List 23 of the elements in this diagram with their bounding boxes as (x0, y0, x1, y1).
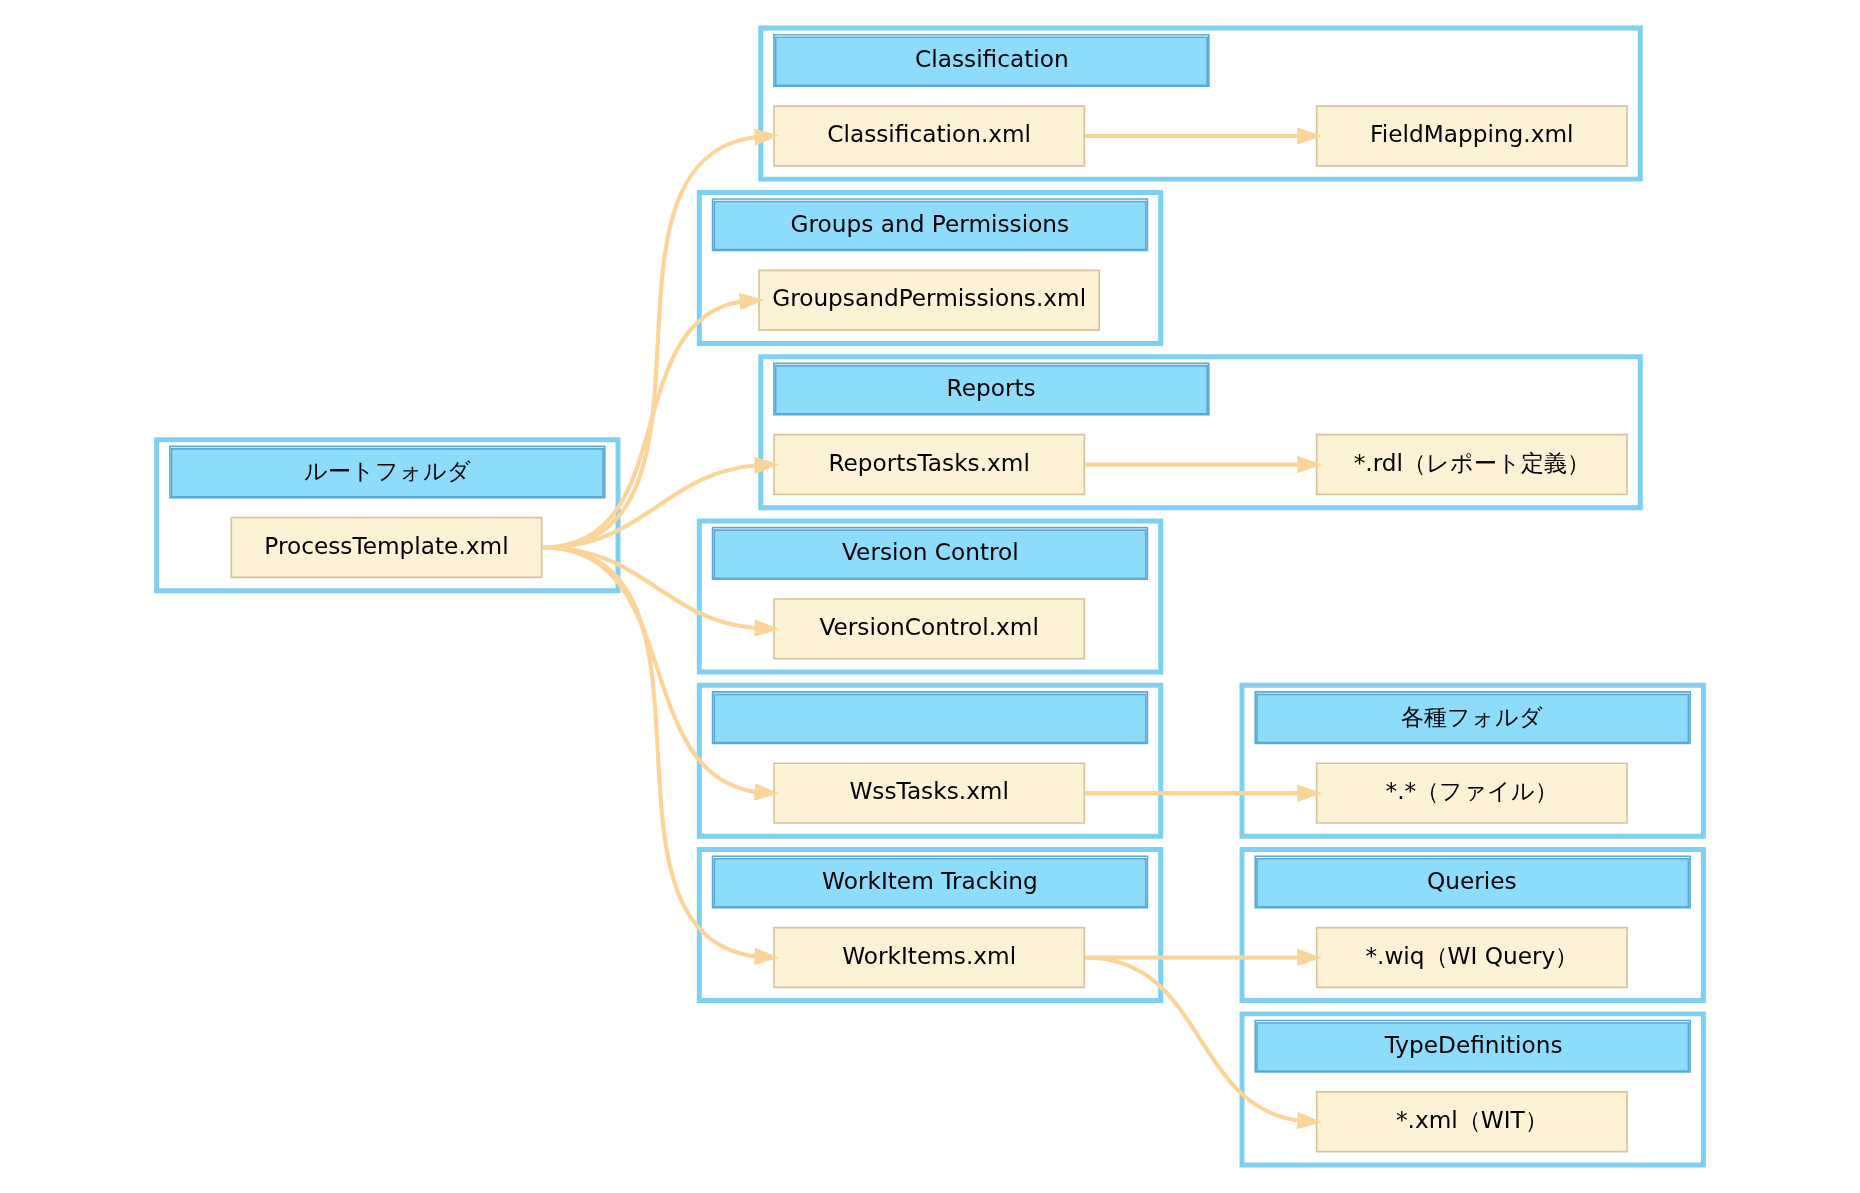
node-box: VersionControl.xml (773, 598, 1086, 660)
arrow (542, 292, 765, 550)
node-box: *.wiq（WI Query） (1315, 926, 1628, 989)
arrow (542, 128, 780, 550)
arrow (1085, 784, 1323, 802)
arrow (1085, 455, 1323, 474)
node-box: FieldMapping.xml (1315, 105, 1628, 167)
node-box: ProcessTemplate.xml (230, 516, 543, 579)
arrow (542, 545, 780, 801)
node-box: *.xml（WIT） (1315, 1091, 1628, 1153)
arrow (542, 545, 780, 966)
arrow (1085, 948, 1323, 967)
cluster (696, 682, 1164, 839)
node-box: WssTasks.xml (773, 762, 1086, 824)
node-box: WorkItems.xml (773, 926, 1086, 989)
arrow (542, 545, 780, 637)
node-box: GroupsandPermissions.xml (758, 269, 1101, 331)
node-box: *.*（ファイル） (1315, 762, 1628, 824)
arrow (1085, 127, 1323, 145)
node-box: Classification.xml (773, 105, 1086, 167)
node-box: *.rdl（レポート定義） (1315, 433, 1628, 496)
node-box: ReportsTasks.xml (773, 433, 1086, 496)
arrow (1084, 955, 1323, 1130)
